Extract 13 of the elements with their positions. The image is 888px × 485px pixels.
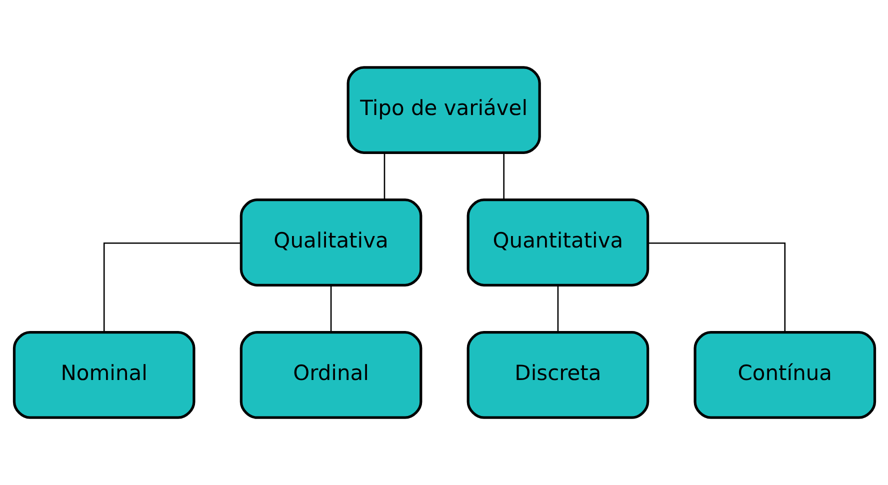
- connector: [556, 285, 558, 332]
- connector: [648, 242, 786, 332]
- node-box: Nominal: [12, 331, 195, 419]
- connector: [102, 242, 240, 332]
- node-box: Tipo de variável: [346, 66, 540, 154]
- node-box: Contínua: [693, 331, 876, 419]
- node-box: Ordinal: [239, 331, 422, 419]
- connector: [330, 285, 332, 332]
- connector: [502, 152, 504, 200]
- node-box: Discreta: [466, 331, 649, 419]
- connector: [383, 152, 385, 200]
- node-box: Quantitativa: [466, 198, 649, 286]
- node-box: Qualitativa: [239, 198, 422, 286]
